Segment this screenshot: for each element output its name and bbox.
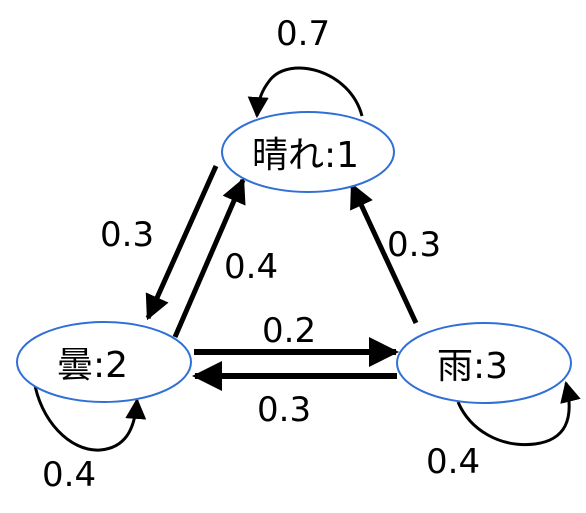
self-loop-sunny-arrow <box>247 66 364 119</box>
self-loop-rainy-arrow <box>456 380 581 447</box>
arrow-rainy-to-sunny <box>349 182 419 325</box>
node-rainy: 雨:3 <box>396 322 572 404</box>
edge-label-cloudy-to-rainy: 0.2 <box>262 311 316 351</box>
node-sunny: 晴れ:1 <box>221 111 395 193</box>
node-rainy-ellipse <box>396 322 572 404</box>
arrow-cloudy-to-sunny <box>172 177 246 338</box>
edge-label-sunny-to-cloudy: 0.3 <box>100 215 154 255</box>
edge-label-rainy-self: 0.4 <box>426 442 480 482</box>
arrow-sunny-to-cloudy <box>145 164 219 321</box>
edge-label-rainy-to-sunny: 0.3 <box>387 225 441 265</box>
edge-label-cloudy-to-sunny: 0.4 <box>224 247 278 287</box>
edge-label-sunny-self: 0.7 <box>276 14 330 54</box>
node-sunny-label: 晴れ:1 <box>252 135 359 176</box>
edge-label-cloudy-self: 0.4 <box>42 455 96 495</box>
node-cloudy-ellipse <box>16 321 192 403</box>
node-rainy-label: 雨:3 <box>437 346 508 387</box>
self-loop-cloudy-arrow <box>32 379 147 452</box>
node-cloudy-label: 曇:2 <box>57 345 128 386</box>
node-sunny-ellipse <box>221 111 395 193</box>
edge-label-rainy-to-cloudy: 0.3 <box>257 390 311 430</box>
node-cloudy: 曇:2 <box>16 321 192 403</box>
